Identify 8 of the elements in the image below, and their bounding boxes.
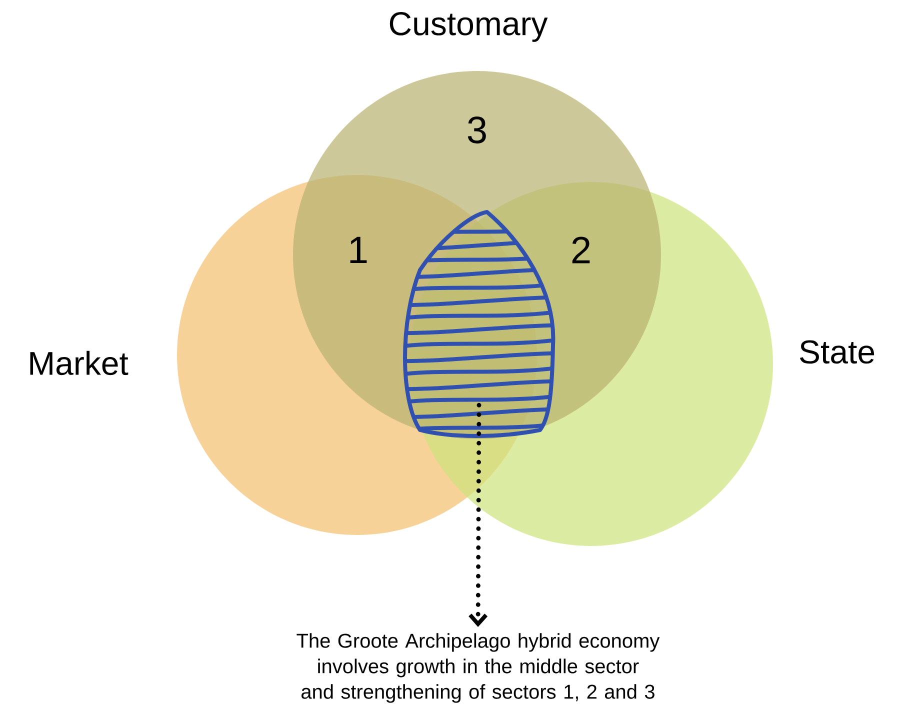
region-number: 3 — [468, 116, 486, 144]
region-number: 1 — [350, 236, 367, 264]
dotted-arrow — [468, 402, 488, 627]
caption-text: The Groote Archipelago hybrid economy involves growth in the middle sector and strengthening of sectors 1, 2 and 3 — [296, 633, 660, 703]
hatched-leaf-drawing — [403, 210, 555, 438]
circle-label: State — [800, 340, 874, 364]
circle-label: Market — [30, 350, 128, 376]
circle-label: Customary — [390, 12, 548, 42]
